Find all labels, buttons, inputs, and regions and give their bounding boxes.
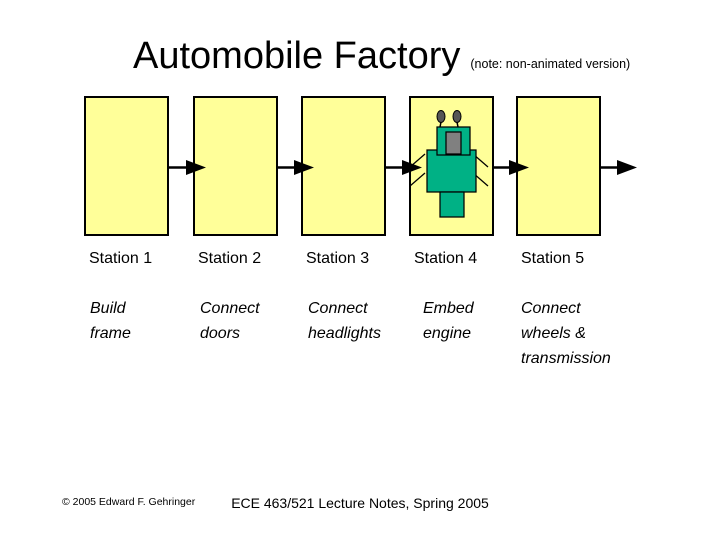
footer-copyright: © 2005 Edward F. Gehringer <box>62 496 196 508</box>
station-task-4: Embed engine <box>423 300 474 342</box>
station-label-4: Station 4 <box>414 250 478 267</box>
footer-course-title: ECE 463/521 Lecture Notes, Spring 2005 <box>231 495 489 511</box>
station-label-1: Station 1 <box>89 250 153 267</box>
station-label-2: Station 2 <box>198 250 262 267</box>
station-box-2 <box>193 96 278 236</box>
page-title: Automobile Factory <box>133 35 461 77</box>
station-label-5: Station 5 <box>521 250 585 267</box>
station-box-3 <box>301 96 386 236</box>
station-box-1 <box>84 96 169 236</box>
station-box-5 <box>516 96 601 236</box>
station-label-3: Station 3 <box>306 250 370 267</box>
station-box-4 <box>409 96 494 236</box>
station-task-1: Build frame <box>90 300 131 342</box>
station-task-2: Connect doors <box>200 300 260 342</box>
station-task-3: Connect headlights <box>308 300 381 342</box>
title-row: Automobile Factory (note: non-animated v… <box>133 34 630 78</box>
station-task-5: Connect wheels & transmission <box>521 300 611 367</box>
title-note: (note: non-animated version) <box>470 57 631 71</box>
